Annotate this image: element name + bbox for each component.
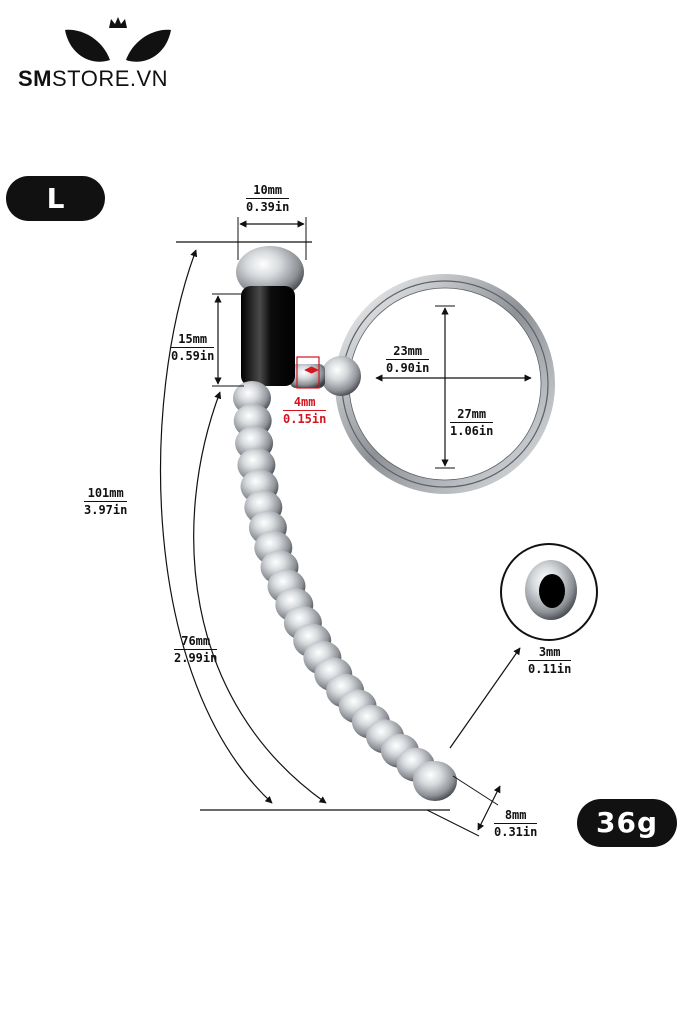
- bead-chain: [233, 381, 451, 795]
- weight-badge: 36g: [577, 799, 677, 847]
- black-tube: [241, 286, 295, 386]
- brand-logo: SMSTORE.VN: [18, 16, 188, 96]
- hole-opening: [539, 574, 565, 608]
- brand-name: SMSTORE.VN: [18, 66, 169, 91]
- size-badge: L: [6, 176, 105, 221]
- ring-ball: [321, 356, 361, 396]
- fox-ears-icon: [65, 17, 171, 62]
- crown-icon: [109, 17, 127, 28]
- tip: [413, 761, 457, 801]
- connector-pin: [290, 364, 325, 388]
